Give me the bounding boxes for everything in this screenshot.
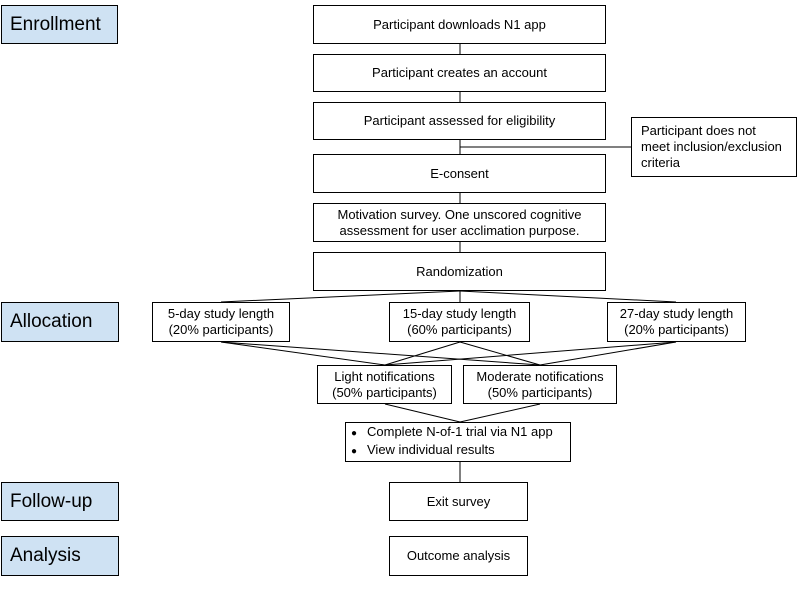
stage-analysis: Analysis <box>1 536 119 576</box>
node-27-day-arm: 27-day study length (20% participants) <box>607 302 746 342</box>
node-econsent: E-consent <box>313 154 606 193</box>
node-light-line-1: Light notifications <box>334 368 435 384</box>
node-27-day-line-1: 27-day study length <box>619 306 734 321</box>
connector-27day-light <box>384 341 677 366</box>
trial-step-view-results-text: View individual results <box>367 442 495 457</box>
node-exit-survey-text: Exit survey <box>426 493 491 509</box>
node-5-day-line-1: 5-day study length <box>167 306 275 321</box>
node-download-app-text: Participant downloads N1 app <box>373 16 546 32</box>
node-27-day-line-2: (20% participants) <box>624 322 729 337</box>
connector-rand-27day <box>459 290 677 303</box>
node-15-day-arm: 15-day study length (60% participants) <box>389 302 530 342</box>
node-outcome-analysis-text: Outcome analysis <box>406 548 511 563</box>
connector-moderate-trial <box>459 403 541 423</box>
node-15-day-line-2: (60% participants) <box>407 322 512 337</box>
connector-rand-5day <box>220 290 461 303</box>
trial-step-complete: Complete N-of-1 trial via N1 app <box>351 424 553 442</box>
node-randomization-text: Randomization <box>416 263 503 279</box>
connector-27day-moderate <box>539 341 677 366</box>
connector-light-trial <box>384 403 461 423</box>
trial-steps-list: Complete N-of-1 trial via N1 app View in… <box>351 424 553 460</box>
node-motivation-survey: Motivation survey. One unscored cognitiv… <box>313 203 606 242</box>
node-5-day-line-2: (20% participants) <box>168 322 274 337</box>
trial-step-complete-text: Complete N-of-1 trial via N1 app <box>367 424 553 439</box>
connector-15day-moderate <box>459 341 541 366</box>
node-complete-trial: Complete N-of-1 trial via N1 app View in… <box>345 422 571 462</box>
node-create-account-text: Participant creates an account <box>372 65 547 80</box>
node-moderate-line-1: Moderate notifications <box>476 368 604 384</box>
node-eligibility: Participant assessed for eligibility <box>313 102 606 140</box>
stage-enrollment: Enrollment <box>1 5 118 44</box>
node-motivation-line-1: Motivation survey. One unscored cognitiv… <box>337 206 582 222</box>
node-econsent-text: E-consent <box>430 165 489 181</box>
node-download-app: Participant downloads N1 app <box>313 5 606 44</box>
connector-5day-light <box>220 341 386 366</box>
node-exit-survey: Exit survey <box>389 482 528 521</box>
node-eligibility-text: Participant assessed for eligibility <box>363 113 556 128</box>
node-5-day-arm: 5-day study length (20% participants) <box>152 302 290 342</box>
node-outcome-analysis: Outcome analysis <box>389 536 528 576</box>
connector-15day-light <box>384 341 461 366</box>
stage-follow-up: Follow-up <box>1 482 119 521</box>
node-excluded-line-3: criteria <box>641 155 681 170</box>
node-create-account: Participant creates an account <box>313 54 606 92</box>
node-light-line-2: (50% participants) <box>332 384 437 400</box>
trial-step-view-results: View individual results <box>351 442 553 460</box>
stage-allocation: Allocation <box>1 302 119 342</box>
node-15-day-line-1: 15-day study length <box>402 306 517 321</box>
connector-5day-moderate <box>220 341 541 366</box>
node-excluded: Participant does not meet inclusion/excl… <box>631 117 797 177</box>
node-excluded-line-2: meet inclusion/exclusion <box>641 139 782 154</box>
node-excluded-line-1: Participant does not <box>641 123 756 138</box>
node-moderate-line-2: (50% participants) <box>487 384 593 400</box>
node-motivation-line-2: assessment for user acclimation purpose. <box>339 222 580 238</box>
node-light-notifications: Light notifications (50% participants) <box>317 365 452 404</box>
node-randomization: Randomization <box>313 252 606 291</box>
node-moderate-notifications: Moderate notifications (50% participants… <box>463 365 617 404</box>
